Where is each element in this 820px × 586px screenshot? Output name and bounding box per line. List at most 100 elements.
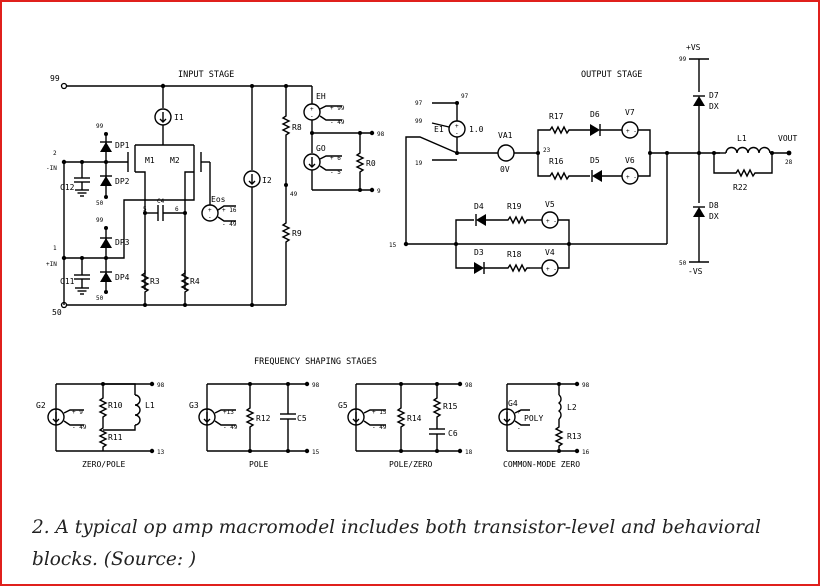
d6-label: D6 bbox=[590, 110, 600, 119]
pole-zero-stage: G5 + 15 - 49 R14 R15 C6 98 18 POL bbox=[338, 381, 473, 469]
g3-plus-label: +13 bbox=[223, 409, 234, 416]
pole-zero-label: POLE/ZERO bbox=[389, 460, 433, 469]
g2-label: G2 bbox=[36, 401, 46, 410]
dp1-label: DP1 bbox=[115, 141, 130, 150]
d8-label: D8 bbox=[709, 201, 719, 210]
g4-minus-label: - bbox=[517, 425, 521, 432]
vs-minus-label: -VS bbox=[688, 267, 703, 276]
zero-pole-label: ZERO/POLE bbox=[82, 460, 126, 469]
c6-label: C6 bbox=[448, 429, 458, 438]
input-stage-title: INPUT STAGE bbox=[178, 70, 234, 80]
node-50-right: 50 bbox=[679, 260, 687, 267]
i1-label: I1 bbox=[174, 113, 184, 122]
go-minus-label: - 5 bbox=[330, 169, 341, 176]
g5-minus-label: - 49 bbox=[372, 424, 387, 431]
cmz-node98: 98 bbox=[582, 382, 590, 389]
vs-plus-label: +VS bbox=[686, 43, 701, 52]
input-stage: INPUT STAGE 99 50 I1 M1 M2 C4 5 6 bbox=[46, 70, 385, 317]
node-2-label: 2 bbox=[53, 150, 57, 157]
eh-plus-label: + 99 bbox=[330, 105, 345, 112]
node-50-label: 50 bbox=[52, 308, 62, 317]
g3-label: G3 bbox=[189, 401, 199, 410]
node-6-label: 6 bbox=[175, 206, 179, 213]
vout-label: VOUT bbox=[778, 134, 797, 143]
go-plus-label: + 6 bbox=[330, 155, 341, 162]
r19-label: R19 bbox=[507, 202, 522, 211]
pole-stage: G3 +13 - 49 R12 C5 98 15 POLE bbox=[189, 381, 320, 469]
l1-output-label: L1 bbox=[737, 134, 747, 143]
e1-label: E1 bbox=[434, 125, 444, 134]
freq-stages-title: FREQUENCY SHAPING STAGES bbox=[254, 357, 377, 367]
node-28-label: 28 bbox=[785, 159, 793, 166]
r22-label: R22 bbox=[733, 183, 748, 192]
i2-label: I2 bbox=[262, 176, 272, 185]
d8-model-label: DX bbox=[709, 212, 719, 221]
r16-label: R16 bbox=[549, 157, 564, 166]
g5-plus-label: + 15 bbox=[372, 409, 387, 416]
dp3-node99: 99 bbox=[96, 217, 104, 224]
output-stage: OUTPUT STAGE 97 97 99 19 E1 1.0 15 VA1 0… bbox=[389, 43, 797, 277]
zp-node98: 98 bbox=[157, 382, 165, 389]
c5-label: C5 bbox=[297, 414, 307, 423]
poly-label: POLY bbox=[524, 414, 543, 423]
pole-label: POLE bbox=[249, 460, 268, 469]
cm-zero-label: COMMON-MODE ZERO bbox=[503, 460, 580, 469]
m2-label: M2 bbox=[170, 156, 180, 165]
g3-minus-label: - 49 bbox=[223, 424, 238, 431]
g2-minus-label: - 49 bbox=[72, 424, 87, 431]
zero-pole-stage: G2 + 9 - 49 R10 R11 L1 98 13 ZERO/POLE bbox=[36, 381, 165, 469]
g4-plus-label: + bbox=[517, 409, 521, 416]
r11-label: R11 bbox=[108, 433, 123, 442]
v6-label: V6 bbox=[625, 156, 635, 165]
r12-label: R12 bbox=[256, 414, 271, 423]
e1-gain-label: 1.0 bbox=[469, 125, 484, 134]
m1-label: M1 bbox=[145, 156, 155, 165]
eos-minus-label: - 49 bbox=[222, 221, 237, 228]
r3-label: R3 bbox=[150, 277, 160, 286]
go-label: GO bbox=[316, 144, 326, 153]
d5-label: D5 bbox=[590, 156, 600, 165]
r15-label: R15 bbox=[443, 402, 458, 411]
e1-node99: 99 bbox=[415, 118, 423, 125]
dp1-node99: 99 bbox=[96, 123, 104, 130]
eos-plus-label: + 16 bbox=[222, 207, 237, 214]
output-stage-title: OUTPUT STAGE bbox=[581, 70, 642, 80]
eh-minus-label: - 49 bbox=[330, 119, 345, 126]
node-99-right: 99 bbox=[679, 56, 687, 63]
r18-label: R18 bbox=[507, 250, 522, 259]
eh-label: EH bbox=[316, 92, 326, 101]
v5-label: V5 bbox=[545, 200, 555, 209]
d7-model-label: DX bbox=[709, 102, 719, 111]
g4-label: G4 bbox=[508, 399, 518, 408]
g5-label: G5 bbox=[338, 401, 348, 410]
e1-node19: 19 bbox=[415, 160, 423, 167]
d3-label: D3 bbox=[474, 248, 484, 257]
node-5-label: 5 bbox=[143, 206, 147, 213]
pz-node18: 18 bbox=[465, 449, 473, 456]
v7-label: V7 bbox=[625, 108, 635, 117]
pole-node15: 15 bbox=[312, 449, 320, 456]
r13-label: R13 bbox=[567, 432, 582, 441]
node-15-label: 15 bbox=[389, 242, 397, 249]
node-1-label: 1 bbox=[53, 245, 57, 252]
g2-plus-label: + 9 bbox=[72, 409, 83, 416]
zp-node13: 13 bbox=[157, 449, 165, 456]
node-9-label: 9 bbox=[377, 188, 381, 195]
r4-label: R4 bbox=[190, 277, 200, 286]
frequency-shaping-stages: FREQUENCY SHAPING STAGES G2 + 9 - 49 R10… bbox=[36, 357, 590, 469]
pz-node98: 98 bbox=[465, 382, 473, 389]
c12-label: C12 bbox=[60, 183, 75, 192]
c4-label: C4 bbox=[157, 198, 165, 205]
node-49-label: 49 bbox=[290, 191, 298, 198]
d4-label: D4 bbox=[474, 202, 484, 211]
op-amp-macromodel-schematic: + - +- INPUT STAGE 99 50 I1 M1 M2 bbox=[36, 43, 797, 469]
node-23-label: 23 bbox=[543, 147, 551, 154]
dp2-node50: 50 bbox=[96, 200, 104, 207]
dp3-label: DP3 bbox=[115, 238, 130, 247]
node-98-label: 98 bbox=[377, 131, 385, 138]
common-mode-zero-stage: G4 + - POLY L2 R13 98 16 COMMON-MODE ZER… bbox=[498, 381, 590, 469]
va1-value-label: 0V bbox=[500, 165, 510, 174]
r14-label: R14 bbox=[407, 414, 422, 423]
e1-node97-left: 97 bbox=[415, 100, 423, 107]
